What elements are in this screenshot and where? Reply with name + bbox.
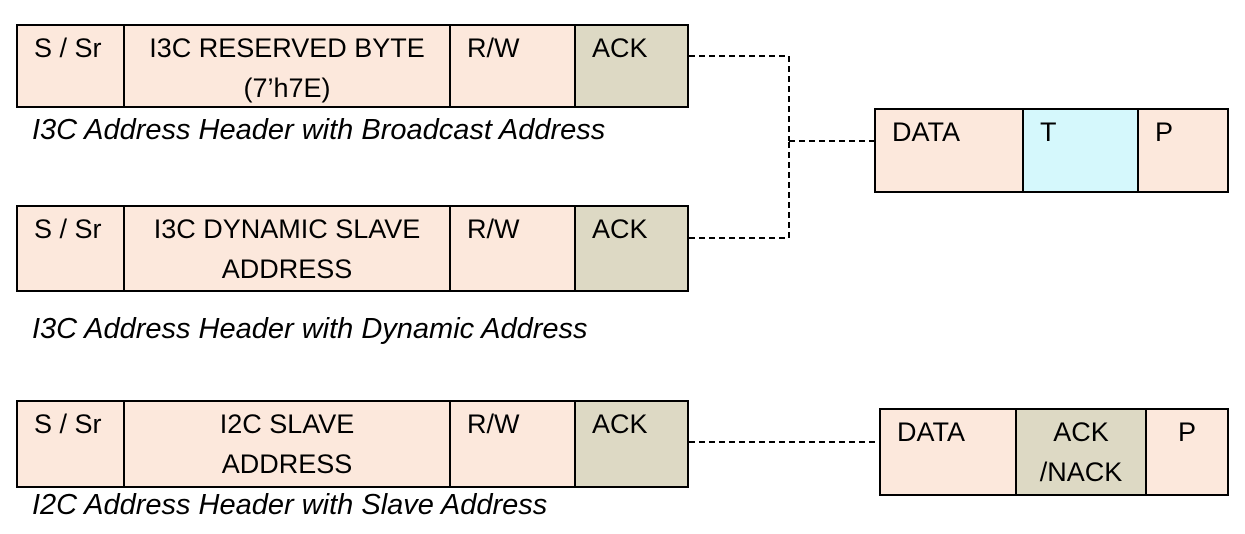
- caption-dynamic: I3C Address Header with Dynamic Address: [32, 313, 588, 345]
- ack-cell: ACK: [576, 26, 687, 106]
- i3c-reserved-byte-cell: I3C RESERVED BYTE (7’h7E): [125, 26, 451, 106]
- start-cell: S / Sr: [18, 26, 125, 106]
- i3c-data-frame: DATA T P: [874, 108, 1229, 193]
- stop-cell: P: [1139, 110, 1227, 191]
- ack-cell: ACK: [576, 402, 687, 486]
- i3c-broadcast-header-frame: S / Sr I3C RESERVED BYTE (7’h7E) R/W ACK: [16, 24, 689, 108]
- rw-cell: R/W: [451, 207, 576, 290]
- rw-cell: R/W: [451, 402, 576, 486]
- data-cell: DATA: [876, 110, 1024, 191]
- start-cell: S / Sr: [18, 207, 125, 290]
- rw-cell: R/W: [451, 26, 576, 106]
- i2c-data-frame: DATA ACK /NACK P: [879, 408, 1229, 496]
- start-cell: S / Sr: [18, 402, 125, 486]
- i3c-dynamic-header-frame: S / Sr I3C DYNAMIC SLAVE ADDRESS R/W ACK: [16, 205, 689, 292]
- t-bit-cell: T: [1024, 110, 1139, 191]
- ack-nack-cell: ACK /NACK: [1017, 410, 1147, 494]
- caption-i2c: I2C Address Header with Slave Address: [32, 489, 548, 521]
- stop-cell: P: [1147, 410, 1227, 494]
- ack-cell: ACK: [576, 207, 687, 290]
- i3c-dynamic-slave-address-cell: I3C DYNAMIC SLAVE ADDRESS: [125, 207, 451, 290]
- i2c-slave-address-cell: I2C SLAVE ADDRESS: [125, 402, 451, 486]
- caption-broadcast: I3C Address Header with Broadcast Addres…: [32, 114, 606, 146]
- data-cell: DATA: [881, 410, 1017, 494]
- connector-dynamic-to-data: [689, 141, 790, 239]
- connector-broadcast-to-data: [689, 55, 790, 141]
- i2c-slave-header-frame: S / Sr I2C SLAVE ADDRESS R/W ACK: [16, 400, 689, 488]
